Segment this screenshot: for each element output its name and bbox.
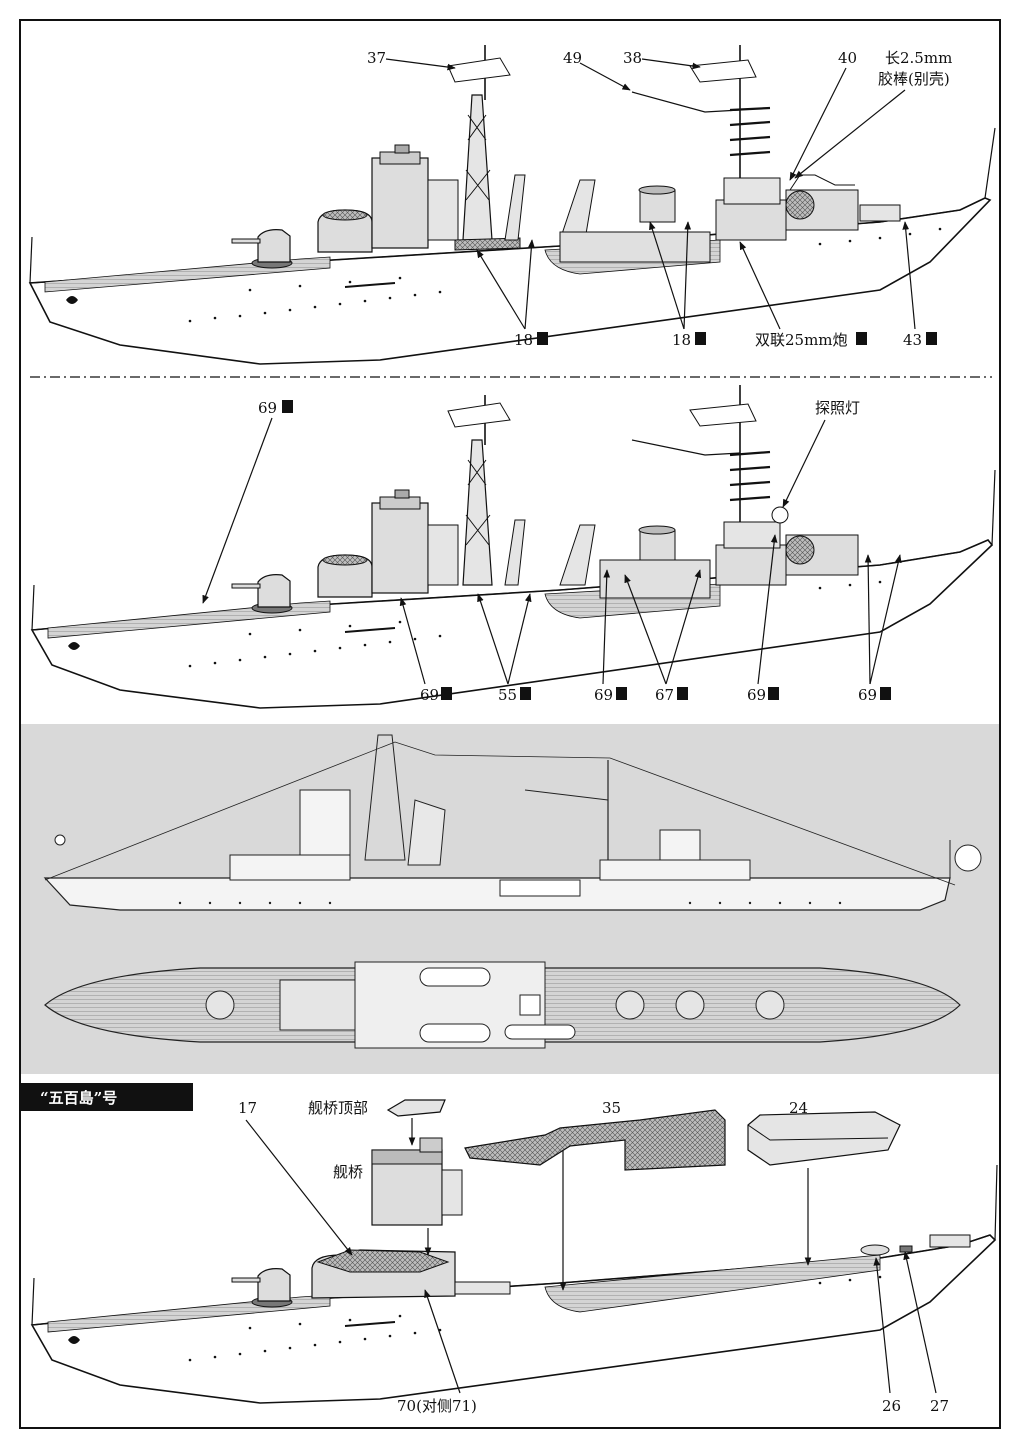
part-label-17: 17 [238, 1099, 257, 1117]
ship-name-banner-text: “五百島”号 [40, 1089, 117, 1107]
panel-3-profile-and-plan [21, 724, 999, 1074]
bridge-base-4 [311, 1249, 511, 1299]
forward-gun-1 [231, 229, 293, 269]
diagram-frame [19, 19, 1001, 1429]
part-label-24: 24 [789, 1099, 808, 1117]
panel-2-side-view: 69 探照灯 69 55 69 67 69 69 [30, 385, 996, 709]
forward-gun-2 [231, 574, 293, 614]
searchlight-label: 探照灯 [815, 399, 860, 417]
part-label-67: 67 [655, 686, 674, 704]
forward-gun-4 [231, 1268, 293, 1308]
bridge-2 [317, 489, 459, 598]
part-ref-box-69-a [441, 687, 452, 700]
funnel-area-2 [504, 519, 711, 599]
part-ref-box-gun25 [856, 332, 867, 345]
part-label-70: 70(对侧71) [397, 1397, 477, 1415]
profile-view [43, 734, 982, 911]
funnel-area-1 [504, 174, 711, 263]
part-label-69-d: 69 [858, 686, 877, 704]
twin-25mm-gun-label: 双联25mm炮 [755, 331, 848, 349]
part-label-40: 40 [838, 49, 857, 67]
part-label-43: 43 [903, 331, 922, 349]
aft-superstructure-2 [715, 506, 859, 586]
part-ref-box-55 [520, 687, 531, 700]
part-label-37: 37 [367, 49, 386, 67]
panel-1-side-view: 37 49 38 40 长2.5mm 胶棒(别壳) 18 18 双联25mm炮 … [28, 45, 996, 365]
part-ref-box-43 [926, 332, 937, 345]
ship-hull-4 [30, 1164, 998, 1404]
panel-4-ioshima-assembly: “五百島”号 [21, 1083, 998, 1415]
exploded-bridge [371, 1137, 463, 1256]
plan-view [44, 961, 961, 1049]
part-label-49: 49 [563, 49, 582, 67]
foremast-1 [447, 45, 521, 251]
part-label-69-a: 69 [420, 686, 439, 704]
bridge-top-label: 舰桥顶部 [308, 1099, 368, 1117]
part-ref-box-18-a [537, 332, 548, 345]
part-ref-box-69-b [616, 687, 627, 700]
foremast-2 [447, 395, 511, 586]
part-label-69-b: 69 [594, 686, 613, 704]
part-ref-box-69-d [880, 687, 891, 700]
ship-name-banner [21, 1083, 193, 1111]
part-label-27: 27 [930, 1397, 949, 1415]
part-label-18-b: 18 [672, 331, 691, 349]
exploded-bridge-top [386, 1099, 446, 1146]
exploded-part-24 [747, 1111, 901, 1266]
part-ref-box-67 [677, 687, 688, 700]
part-label-69-c: 69 [747, 686, 766, 704]
part-label-55: 55 [498, 686, 517, 704]
rod-note-line2: 胶棒(别壳) [878, 70, 950, 88]
bridge-label: 舰桥 [333, 1163, 363, 1181]
ship-hull-2 [30, 469, 996, 709]
part-label-38: 38 [623, 49, 642, 67]
part-label-69-top: 69 [258, 399, 277, 417]
part-ref-box-69-top [282, 400, 293, 413]
rod-note-line1: 长2.5mm [885, 49, 952, 67]
exploded-part-35 [464, 1109, 726, 1291]
part-label-26: 26 [882, 1397, 901, 1415]
aft-superstructure-1 [715, 174, 901, 241]
part-ref-box-69-c [768, 687, 779, 700]
part-label-35: 35 [602, 1099, 621, 1117]
aft-fittings-4 [860, 1234, 971, 1256]
part-ref-box-18-b [695, 332, 706, 345]
bridge-1 [317, 144, 459, 253]
part-label-18-a: 18 [514, 331, 533, 349]
